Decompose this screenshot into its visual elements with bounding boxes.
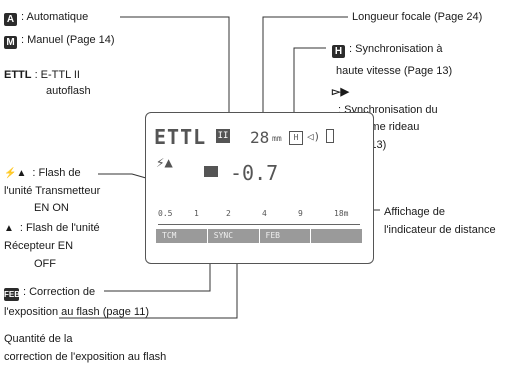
flash-rx-text-1: : Flash de l'unité: [19, 222, 100, 234]
lcd-bar-item: [310, 229, 362, 243]
lcd-bar-item: FEB: [258, 229, 311, 243]
distance-tick: 4: [262, 209, 267, 218]
flash-transmitter-icon: ⚡▲: [4, 168, 27, 179]
hs-text-2: haute vitesse (Page 13): [336, 65, 453, 77]
manual-mode-icon: M: [4, 36, 17, 49]
focal-callout-line: [262, 16, 348, 140]
lcd-focal-value: 28: [250, 128, 270, 147]
qty-text-1: Quantité de la: [4, 333, 73, 345]
qty-text-2: correction de l'exposition au flash: [4, 351, 167, 363]
hs-legend: H : Synchronisation à: [332, 42, 443, 58]
hs-callout-line: [293, 47, 326, 140]
distance-tick: 1: [194, 209, 199, 218]
lcd-panel: ETTL II 28 mm H ◁) ⚡▲ -0.7 0.5 1 2 4 9 1…: [145, 112, 374, 264]
lcd-bar-item: TCM: [162, 231, 177, 240]
dist-text-2: l'indicateur de distance: [384, 224, 496, 236]
distance-scale: 0.5 1 2 4 9 18m: [158, 209, 360, 225]
flash-rx-text-2: Récepteur EN: [4, 240, 74, 252]
distance-tick: 18m: [334, 209, 349, 218]
lcd-flash-unit-icon: ⚡▲: [156, 155, 173, 171]
lcd-fec-icon: [204, 166, 218, 177]
distance-tick: 9: [298, 209, 303, 218]
auto-callout-line: [120, 16, 230, 140]
lcd-fec-value: -0.7: [230, 161, 279, 185]
auto-mode-icon: A: [4, 13, 17, 26]
auto-legend: A : Automatique: [4, 10, 88, 26]
lcd-sync-icon: H: [289, 131, 303, 145]
flash-exposure-comp-icon: FEB: [4, 288, 20, 301]
manual-legend: M : Manuel (Page 14): [4, 33, 115, 49]
rear-curtain-icon: ▻▶: [332, 86, 349, 98]
auto-text: : Automatique: [21, 11, 89, 23]
ettl-legend: ETTL : E-TTL II: [4, 68, 80, 82]
fec-text-2: l'exposition au flash (page 11): [4, 306, 149, 318]
ettl-text-2: autoflash: [46, 85, 91, 97]
high-speed-sync-icon: H: [332, 45, 345, 58]
lcd-mode: ETTL: [154, 125, 207, 149]
manual-text: : Manuel (Page 14): [21, 34, 115, 46]
flash-rx-text-3: OFF: [34, 258, 56, 270]
distance-tick: 0.5: [158, 209, 173, 218]
battery-icon: [326, 129, 334, 143]
lcd-focal-unit: mm: [272, 134, 282, 143]
flash-receiver-icon: ▲: [4, 223, 14, 234]
flash-tx-text-1: : Flash de: [32, 167, 81, 179]
ettl-text: : E-TTL II: [34, 69, 80, 81]
fec-legend: FEB: Correction de: [4, 285, 95, 301]
distance-tick: 2: [226, 209, 231, 218]
flash-tx-legend: ⚡▲ : Flash de: [4, 166, 81, 181]
lcd-mode-badge: II: [216, 129, 230, 143]
hs-text-1: : Synchronisation à: [349, 43, 443, 55]
lcd-function-bar: TCM SYNC FEB: [156, 229, 362, 243]
speaker-icon: ◁): [307, 130, 321, 143]
focal-text: Longueur focale (Page 24): [352, 11, 483, 23]
dist-text-1: Affichage de: [384, 206, 445, 218]
flash-rx-legend: ▲ : Flash de l'unité: [4, 221, 100, 236]
flash-tx-text-2: l'unité Transmetteur: [4, 185, 101, 197]
rear-legend: ▻▶: [332, 85, 353, 99]
fec-text-1: : Correction de: [23, 286, 96, 298]
lcd-bar-item: SYNC: [206, 229, 259, 243]
ettl-label: ETTL: [4, 69, 32, 81]
flash-tx-text-3: EN ON: [34, 202, 69, 214]
